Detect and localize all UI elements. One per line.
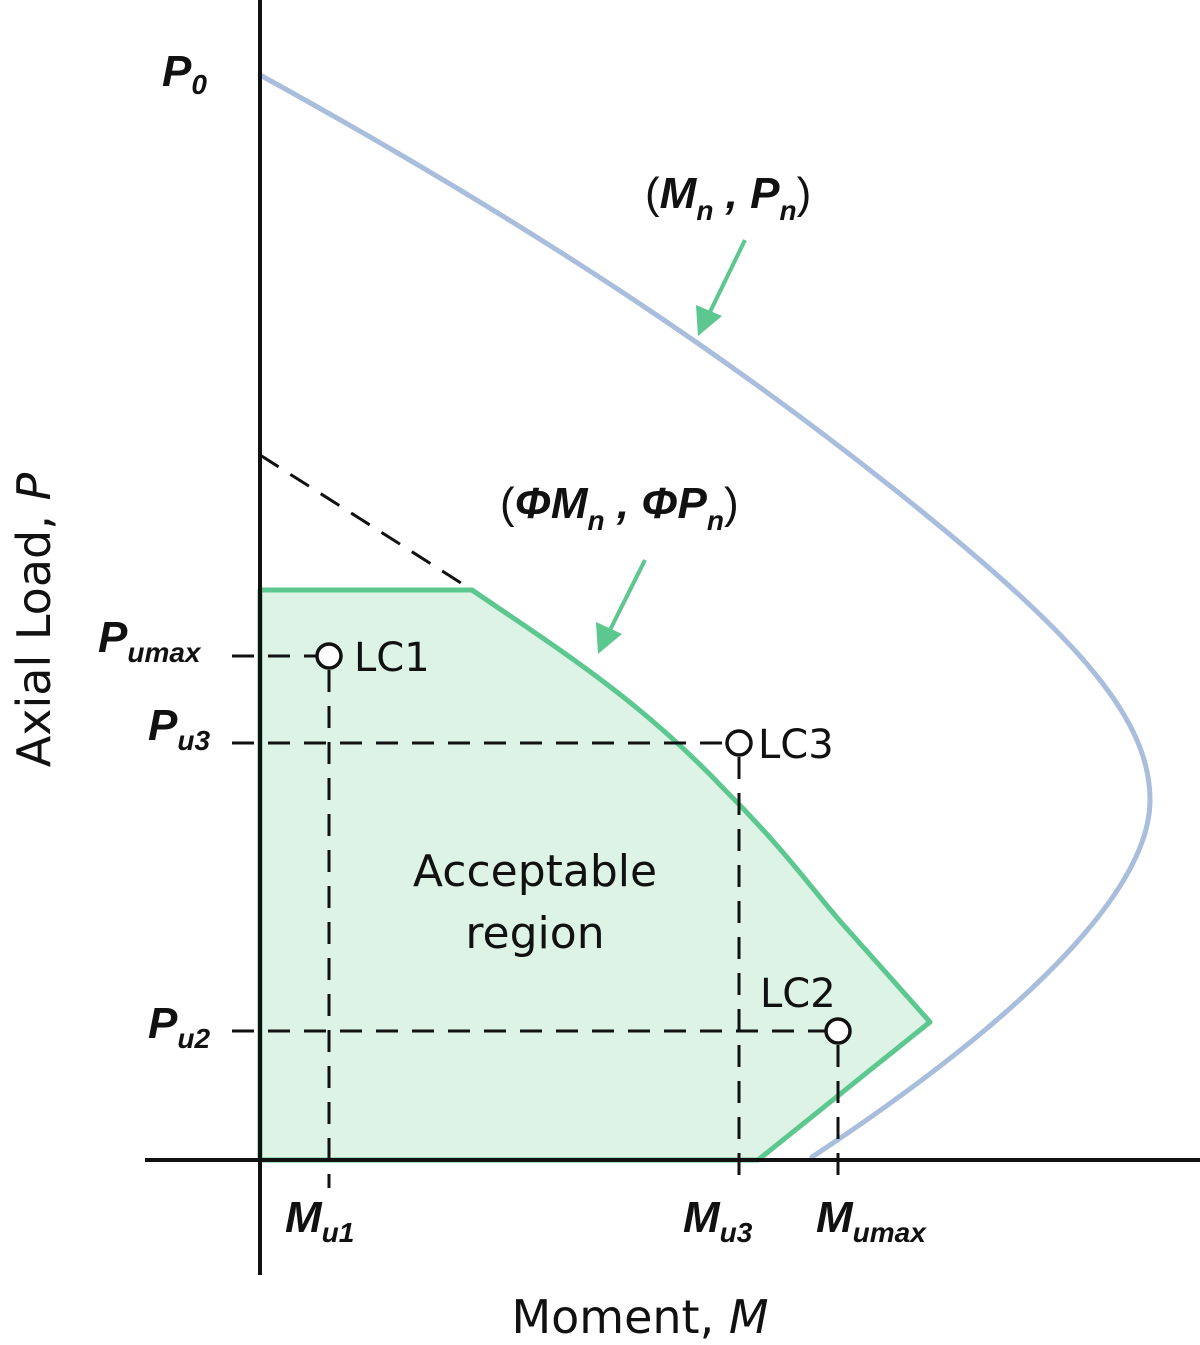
x-axis-title: Moment, M (511, 1290, 768, 1344)
acceptable-region (257, 587, 933, 1163)
design-curve-arrow (596, 559, 647, 654)
lc1-point (315, 642, 343, 670)
y-axis-title: Axial Load, P (7, 473, 61, 768)
y-tick-pu3: Pu3 (148, 701, 210, 756)
region-label-line1: Acceptable (413, 846, 657, 897)
design-curve-extension (259, 453, 473, 592)
y-tick-pu2: Pu2 (148, 999, 210, 1054)
lc1-label: LC1 (354, 635, 430, 681)
nominal-strength-curve (257, 72, 1153, 1160)
lc2-point (824, 1017, 852, 1045)
lc2-label: LC2 (760, 971, 836, 1017)
x-tick-mumax: Mumax (816, 1193, 927, 1248)
y-tick-pumax: Pumax (98, 613, 202, 668)
lc3-point (725, 729, 753, 757)
guide-lines (232, 654, 840, 1188)
nominal-curve-arrow (696, 239, 747, 336)
region-label-line2: region (465, 908, 604, 959)
x-tick-mu3: Mu3 (683, 1193, 753, 1248)
lc3-label: LC3 (758, 722, 834, 768)
design-curve-label: (ΦMn , ΦPn) (500, 479, 739, 536)
x-tick-mu1: Mu1 (285, 1193, 354, 1248)
nominal-curve-label: (Mn , Pn) (645, 169, 811, 226)
y-tick-p0: P0 (162, 47, 207, 100)
